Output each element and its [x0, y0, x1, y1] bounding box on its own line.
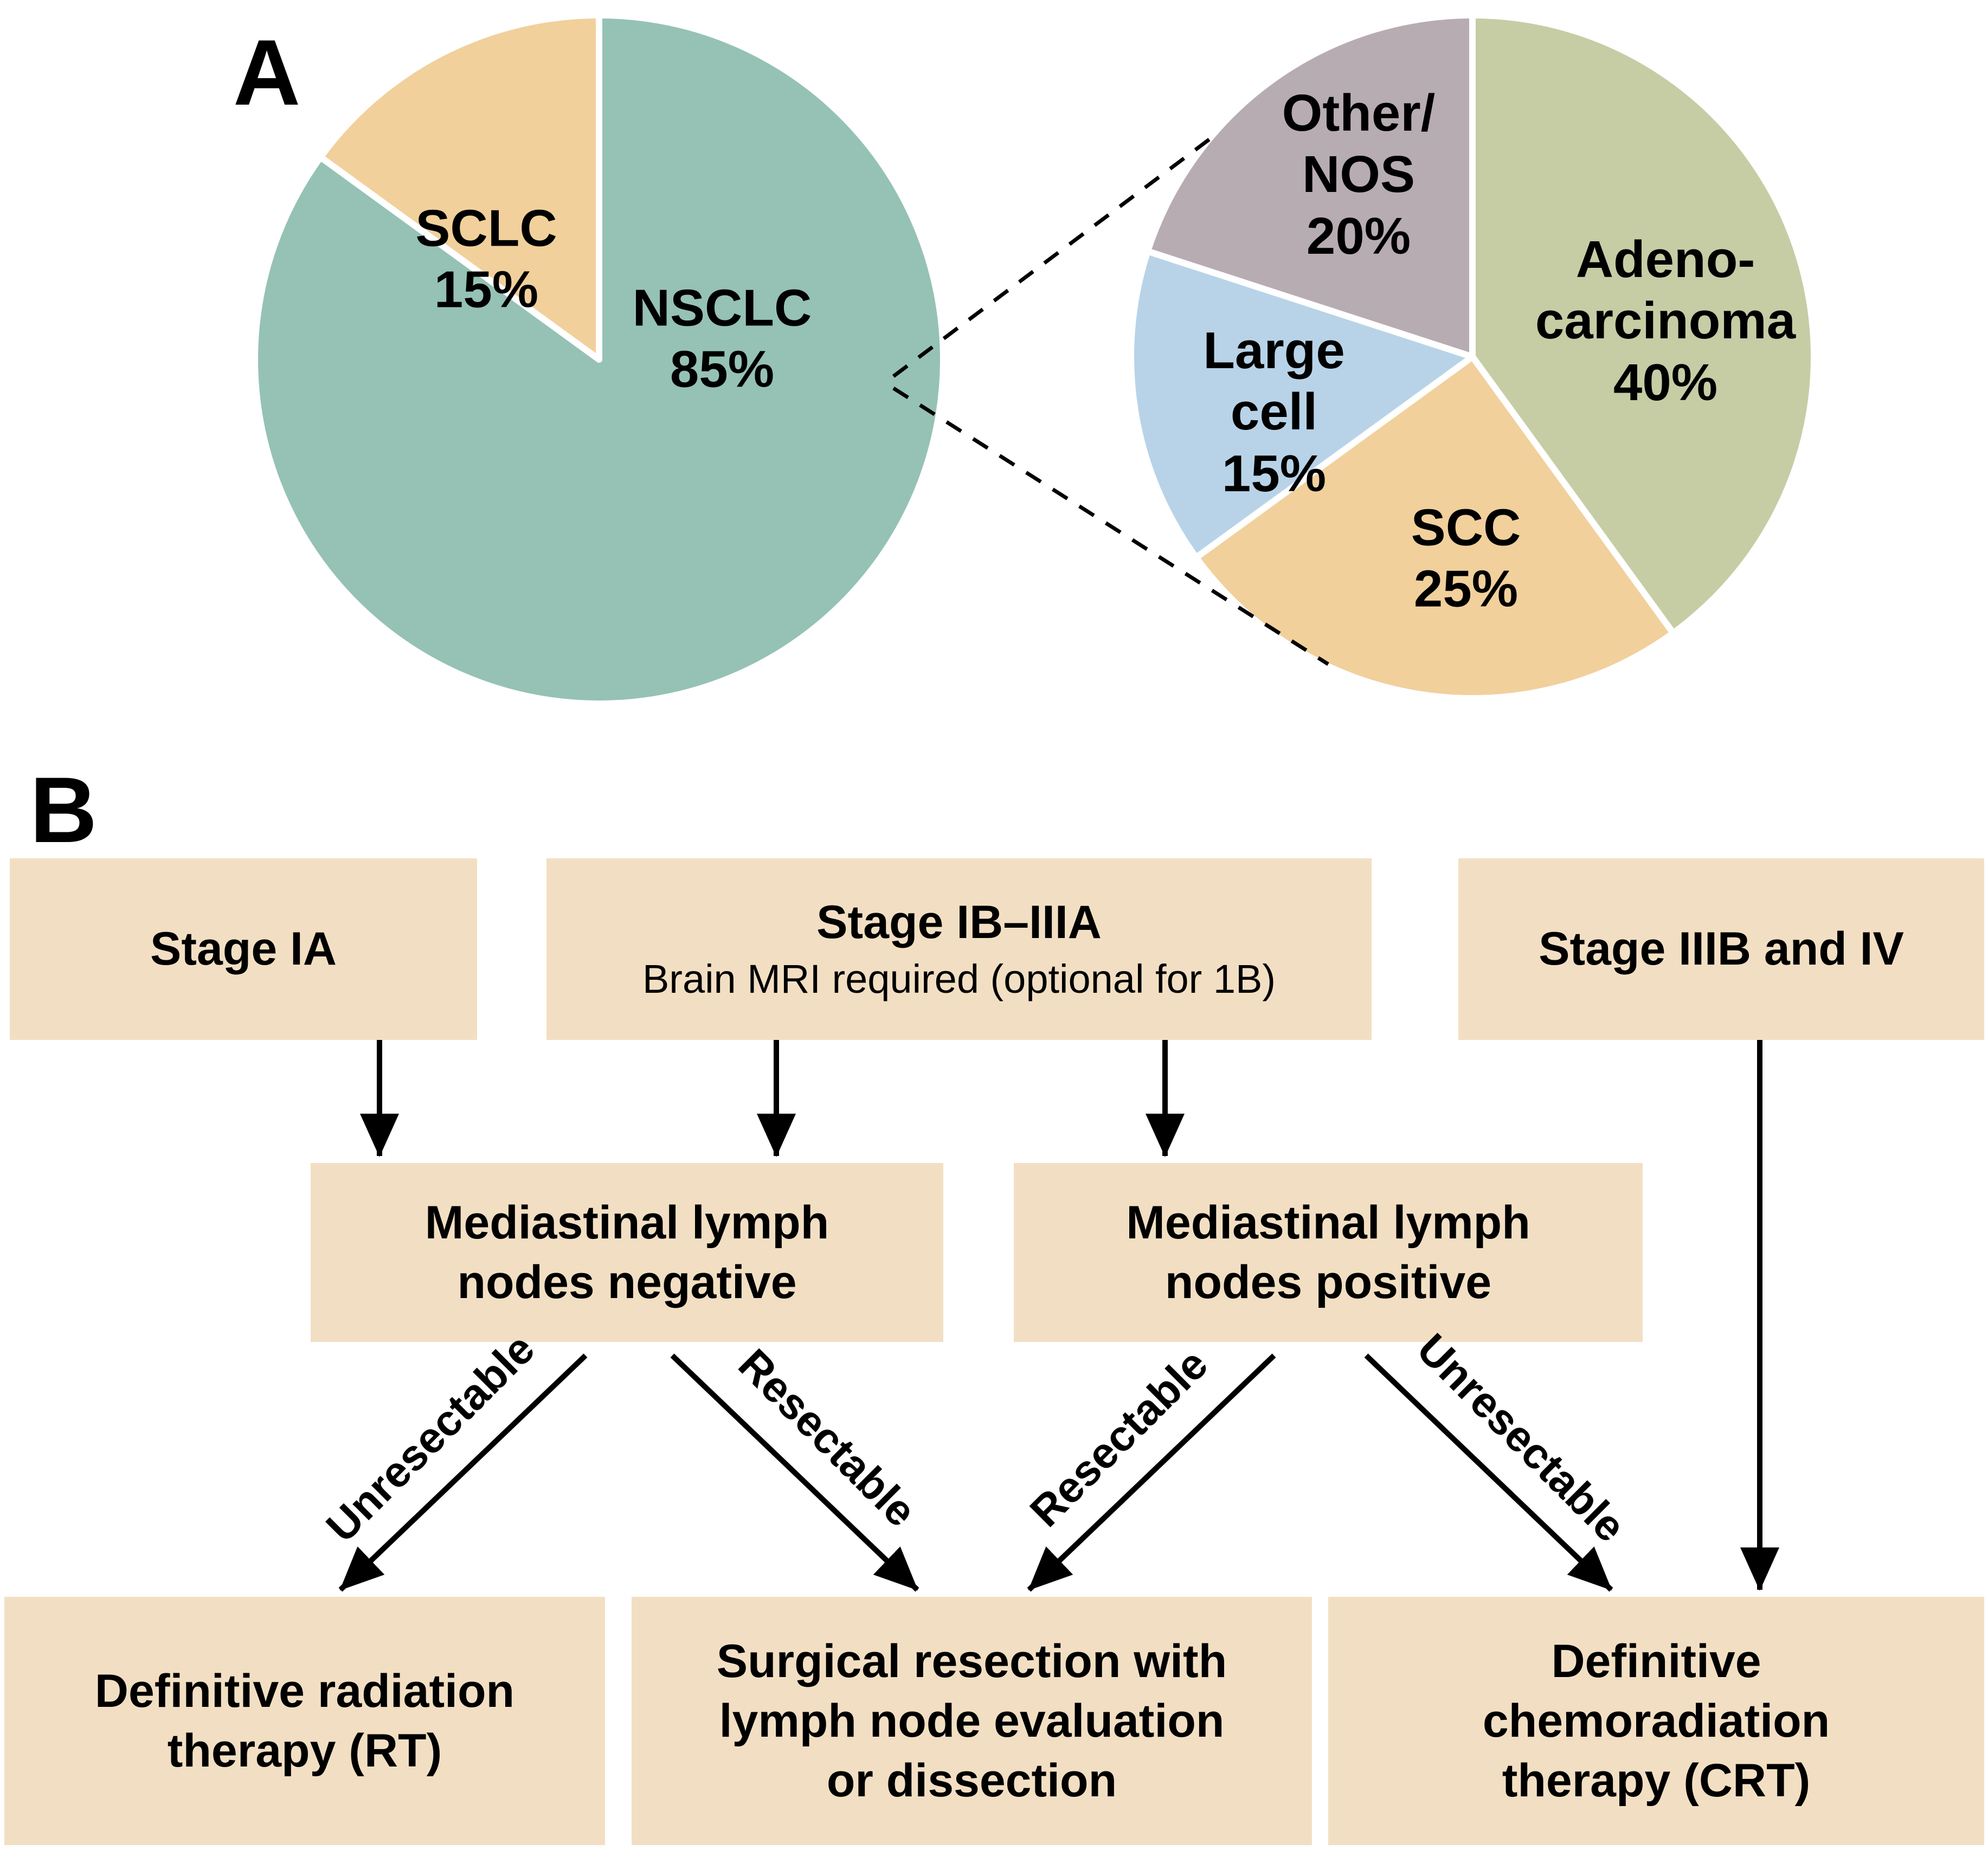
- arrow-label-resectable-left: Resectable: [729, 1339, 926, 1536]
- box-mediastinal-nodes-positive: Mediastinal lymph nodes positive: [1014, 1163, 1643, 1342]
- box-mediastinal-nodes-negative: Mediastinal lymph nodes negative: [311, 1163, 943, 1342]
- panel-a-label: A: [233, 21, 301, 125]
- label-adenocarcinoma: Adeno- carcinoma 40%: [1535, 230, 1796, 412]
- label-sclc: SCLC 15%: [415, 199, 557, 319]
- pie-slice-sclc: [317, 15, 602, 363]
- label-scc: SCC 25%: [1411, 498, 1521, 618]
- label-large-cell: Large cell 15%: [1203, 322, 1345, 503]
- box-stage-ia-title: Stage IA: [150, 923, 337, 975]
- arrow-label-unresectable-left: Unresectable: [317, 1324, 544, 1551]
- box-surgical-resection: Surgical resection with lymph node evalu…: [632, 1597, 1312, 1845]
- box-stage-ib-iiia: Stage IB–IIIA Brain MRI required (option…: [546, 858, 1372, 1040]
- box-mediastinal-nodes-positive-title: Mediastinal lymph nodes positive: [1126, 1196, 1530, 1308]
- box-mediastinal-nodes-negative-title: Mediastinal lymph nodes negative: [424, 1196, 829, 1308]
- label-nsclc: NSCLC 85%: [632, 279, 812, 399]
- box-surgical-resection-title: Surgical resection with lymph node evalu…: [716, 1635, 1227, 1807]
- box-definitive-chemoradiation-title: Definitive chemoradiation therapy (CRT): [1482, 1635, 1830, 1807]
- box-stage-ib-iiia-subtitle: Brain MRI required (optional for 1B): [642, 956, 1276, 1001]
- box-stage-ib-iiia-title: Stage IB–IIIA: [816, 896, 1102, 948]
- arrow-label-unresectable-right: Unresectable: [1408, 1324, 1635, 1551]
- panel-b-label: B: [30, 758, 98, 862]
- box-stage-iiib-iv-title: Stage IIIB and IV: [1539, 923, 1904, 975]
- box-stage-iiib-iv: Stage IIIB and IV: [1458, 858, 1984, 1040]
- box-definitive-radiation-therapy-title: Definitive radiation therapy (RT): [94, 1665, 515, 1777]
- pie-svg: [255, 15, 943, 704]
- arrow-label-resectable-right: Resectable: [1020, 1339, 1217, 1536]
- box-definitive-chemoradiation: Definitive chemoradiation therapy (CRT): [1328, 1597, 1984, 1845]
- box-stage-ia: Stage IA: [10, 858, 477, 1040]
- pie-lung-cancer-types: [255, 15, 943, 704]
- label-other-nos: Other/ NOS 20%: [1282, 84, 1436, 265]
- pie-slice-adenocarcinoma: [1469, 15, 1814, 637]
- box-definitive-radiation-therapy: Definitive radiation therapy (RT): [4, 1597, 605, 1845]
